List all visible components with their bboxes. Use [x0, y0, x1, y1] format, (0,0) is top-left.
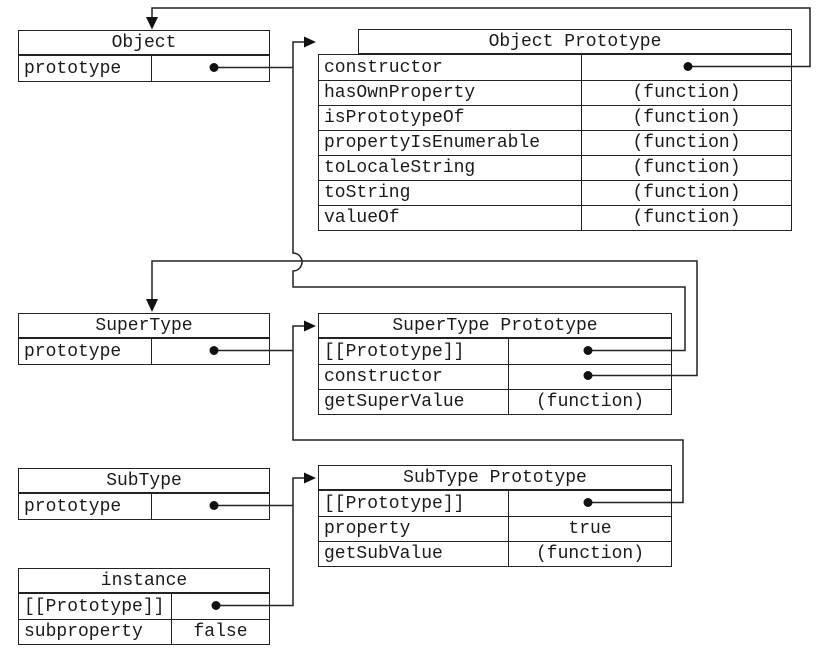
property-key: getSuperValue	[324, 392, 465, 412]
arrowhead-into-object	[146, 17, 158, 30]
subtype-prototype-box-title: SubType Prototype	[318, 465, 672, 490]
property-key: valueOf	[324, 208, 400, 228]
pointer-cell	[508, 339, 671, 364]
property-key: prototype	[24, 341, 122, 362]
object-prototype-box: Object Prototype constructor hasOwnPrope…	[318, 29, 792, 231]
property-value: (function)	[581, 131, 791, 155]
arrowhead-into-supertype	[146, 299, 158, 312]
supertype-prototype-box-body: [[Prototype]] constructor getSuperValue …	[318, 338, 672, 415]
subtype-prototype-box: SubType Prototype [[Prototype]] property…	[318, 465, 672, 567]
property-key: constructor	[324, 57, 443, 78]
property-key: prototype	[24, 496, 122, 517]
subtype-box-title: SubType	[18, 468, 270, 493]
pointer-cell	[508, 365, 671, 389]
property-value: (function)	[581, 106, 791, 130]
supertype-prototype-box: SuperType Prototype [[Prototype]] constr…	[318, 313, 672, 415]
arrowhead-into-supertypeprototype	[304, 320, 316, 332]
pointer-cell	[171, 594, 269, 619]
supertype-box-body: prototype	[18, 338, 270, 365]
property-row: [[Prototype]]	[19, 594, 269, 619]
property-row: isPrototypeOf (function)	[319, 105, 791, 130]
subtype-box-body: prototype	[18, 493, 270, 520]
object-prototype-box-body: constructor hasOwnProperty (function) is…	[318, 54, 792, 231]
property-value: (function)	[581, 206, 791, 230]
arrowhead-into-subtypeprototype	[304, 472, 316, 484]
subtype-box: SubType prototype	[18, 468, 270, 520]
property-row: toLocaleString (function)	[319, 155, 791, 180]
property-value: false	[171, 620, 269, 644]
object-box-title: Object	[18, 30, 270, 55]
arrowhead-into-objectprototype	[304, 36, 316, 48]
property-row: toString (function)	[319, 180, 791, 205]
property-key: [[Prototype]]	[324, 341, 465, 362]
property-value: (function)	[581, 156, 791, 180]
property-key: hasOwnProperty	[324, 83, 476, 103]
property-key: property	[324, 519, 411, 539]
property-row: subproperty false	[19, 619, 269, 644]
supertype-box: SuperType prototype	[18, 313, 270, 365]
object-prototype-box-title: Object Prototype	[358, 29, 792, 54]
property-row: propertyIsEnumerable (function)	[319, 130, 791, 155]
property-row: [[Prototype]]	[319, 339, 671, 364]
property-row: prototype	[19, 494, 269, 519]
property-key: isPrototypeOf	[324, 108, 465, 128]
instance-box-body: [[Prototype]] subproperty false	[18, 593, 270, 645]
property-row: prototype	[19, 56, 269, 81]
property-row: constructor	[319, 364, 671, 389]
pointer-cell	[151, 56, 269, 81]
property-key: toLocaleString	[324, 158, 476, 178]
property-row: valueOf (function)	[319, 205, 791, 230]
property-key: subproperty	[24, 622, 143, 642]
property-row: constructor	[319, 55, 791, 80]
object-box: Object prototype	[18, 30, 270, 82]
pointer-cell	[151, 494, 269, 519]
supertype-prototype-box-title: SuperType Prototype	[318, 313, 672, 338]
property-row: [[Prototype]]	[319, 491, 671, 516]
property-key: toString	[324, 183, 411, 203]
property-key: getSubValue	[324, 544, 443, 564]
property-key: prototype	[24, 58, 122, 79]
pointer-cell	[508, 491, 671, 516]
property-row: property true	[319, 516, 671, 541]
object-box-body: prototype	[18, 55, 270, 82]
property-key: [[Prototype]]	[324, 493, 465, 514]
property-value: (function)	[581, 81, 791, 105]
property-value: (function)	[581, 181, 791, 205]
property-key: [[Prototype]]	[24, 596, 165, 617]
supertype-box-title: SuperType	[18, 313, 270, 338]
property-row: getSubValue (function)	[319, 541, 671, 566]
pointer-cell	[151, 339, 269, 364]
property-row: hasOwnProperty (function)	[319, 80, 791, 105]
instance-box: instance [[Prototype]] subproperty false	[18, 568, 270, 645]
property-value: (function)	[508, 390, 671, 414]
property-key: propertyIsEnumerable	[324, 133, 541, 153]
pointer-cell	[581, 55, 791, 80]
property-value: (function)	[508, 542, 671, 566]
property-row: getSuperValue (function)	[319, 389, 671, 414]
property-value: true	[508, 517, 671, 541]
subtype-prototype-box-body: [[Prototype]] property true getSubValue …	[318, 490, 672, 567]
property-key: constructor	[324, 367, 443, 387]
instance-box-title: instance	[18, 568, 270, 593]
property-row: prototype	[19, 339, 269, 364]
